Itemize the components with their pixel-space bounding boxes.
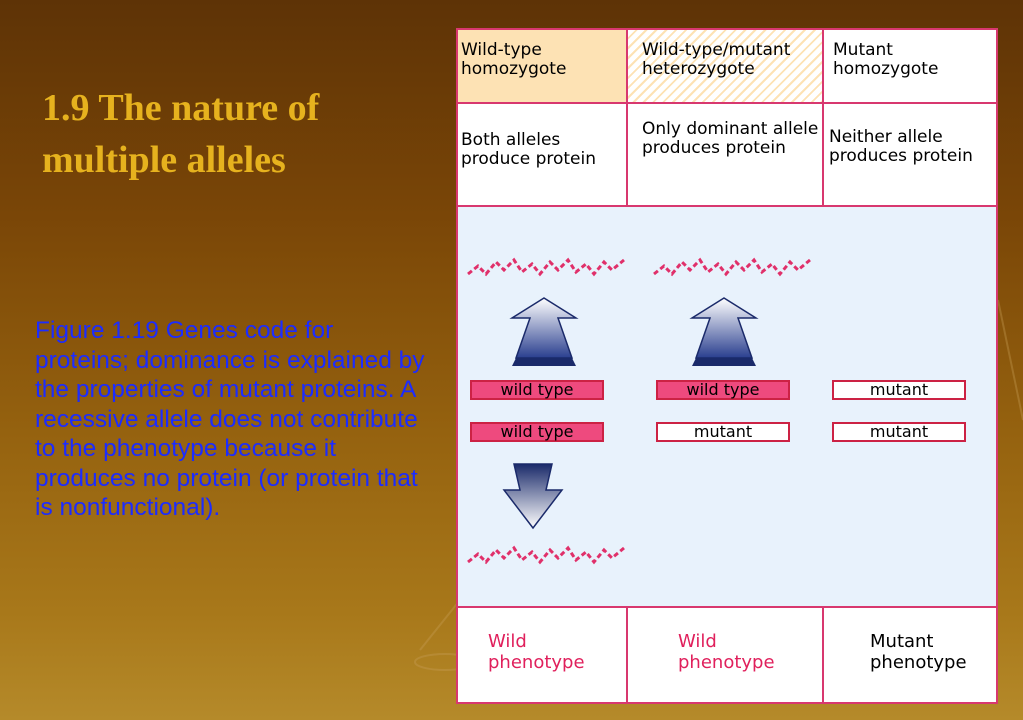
protein-chain-icon: [464, 254, 629, 284]
allele-box: mutant: [832, 422, 966, 442]
allele-box: mutant: [832, 380, 966, 400]
grid-line: [458, 102, 996, 104]
figure-caption: Figure 1.19 Genes code for proteins; dom…: [35, 316, 430, 523]
up-arrow-icon: [506, 296, 582, 368]
genotype-label: Mutant homozygote: [833, 40, 938, 79]
description-heterozygote: Only dominant allele produces protein: [628, 104, 822, 205]
description-label: Only dominant allele produces protein: [642, 119, 818, 158]
allele-box: mutant: [656, 422, 790, 442]
genotype-label: Wild-type/mutant heterozygote: [642, 40, 790, 79]
figure-panel: Wild-type homozygote Wild-type/mutant he…: [456, 28, 998, 704]
grid-line: [626, 30, 628, 205]
allele-box: wild type: [470, 380, 604, 400]
down-arrow-icon: [500, 460, 566, 532]
up-arrow-icon: [686, 296, 762, 368]
phenotype-label-mutant-homozygote: Mutant phenotype: [870, 631, 990, 673]
description-wild-homozygote: Both alleles produce protein: [458, 104, 626, 205]
grid-line: [626, 608, 628, 702]
genotype-header-wild-homozygote: Wild-type homozygote: [458, 30, 626, 102]
allele-box: wild type: [470, 422, 604, 442]
genotype-header-heterozygote: Wild-type/mutant heterozygote: [628, 30, 822, 102]
grid-line: [822, 30, 824, 205]
protein-chain-icon: [464, 542, 629, 572]
grid-line: [822, 608, 824, 702]
phenotype-label-wild-homozygote: Wild phenotype: [488, 631, 608, 673]
genotype-label: Wild-type homozygote: [461, 40, 566, 79]
protein-chain-icon: [650, 254, 815, 284]
genotype-header-mutant-homozygote: Mutant homozygote: [824, 30, 996, 102]
slide-title: 1.9 The nature of multiple alleles: [42, 82, 372, 186]
allele-box: wild type: [656, 380, 790, 400]
phenotype-label-heterozygote: Wild phenotype: [678, 631, 798, 673]
description-mutant-homozygote: Neither allele produces protein: [824, 104, 996, 205]
grid-line: [458, 205, 996, 207]
description-label: Neither allele produces protein: [829, 127, 973, 166]
description-label: Both alleles produce protein: [461, 130, 596, 169]
